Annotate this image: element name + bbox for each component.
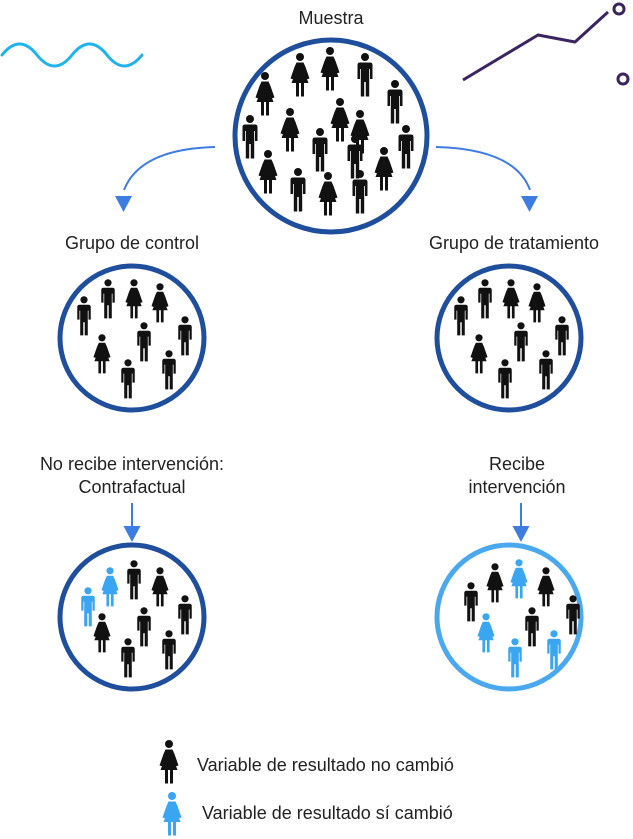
control-note-line2: Contrafactual	[78, 477, 186, 497]
treatment-group-label: Grupo de tratamiento	[428, 233, 600, 253]
wave-decoration	[0, 42, 144, 68]
treatment-note-line1: Recibe	[488, 454, 546, 474]
line-decoration	[462, 10, 610, 82]
dot-decoration	[616, 72, 630, 86]
control-note-line1: No recibe intervención:	[39, 454, 225, 474]
arrow-treatment-to-outcome	[512, 503, 530, 542]
arrow-control-to-outcome	[123, 503, 141, 542]
legend-changed-person-icon	[162, 792, 182, 836]
treatment-note-line2: intervención	[468, 477, 566, 497]
treatment-outcome-circle	[434, 542, 584, 692]
legend-unchanged-person-icon	[159, 740, 179, 784]
legend-unchanged-label: Variable de resultado no cambió	[197, 755, 454, 775]
control-group-label: Grupo de control	[64, 233, 200, 253]
arrow-sample-to-treatment	[435, 146, 538, 212]
arrow-sample-to-control	[115, 146, 216, 212]
sample-circle	[232, 37, 430, 235]
sample-label: Muestra	[298, 8, 364, 28]
line-node-icon	[612, 2, 626, 16]
legend-changed-label: Variable de resultado sí cambió	[202, 803, 453, 823]
